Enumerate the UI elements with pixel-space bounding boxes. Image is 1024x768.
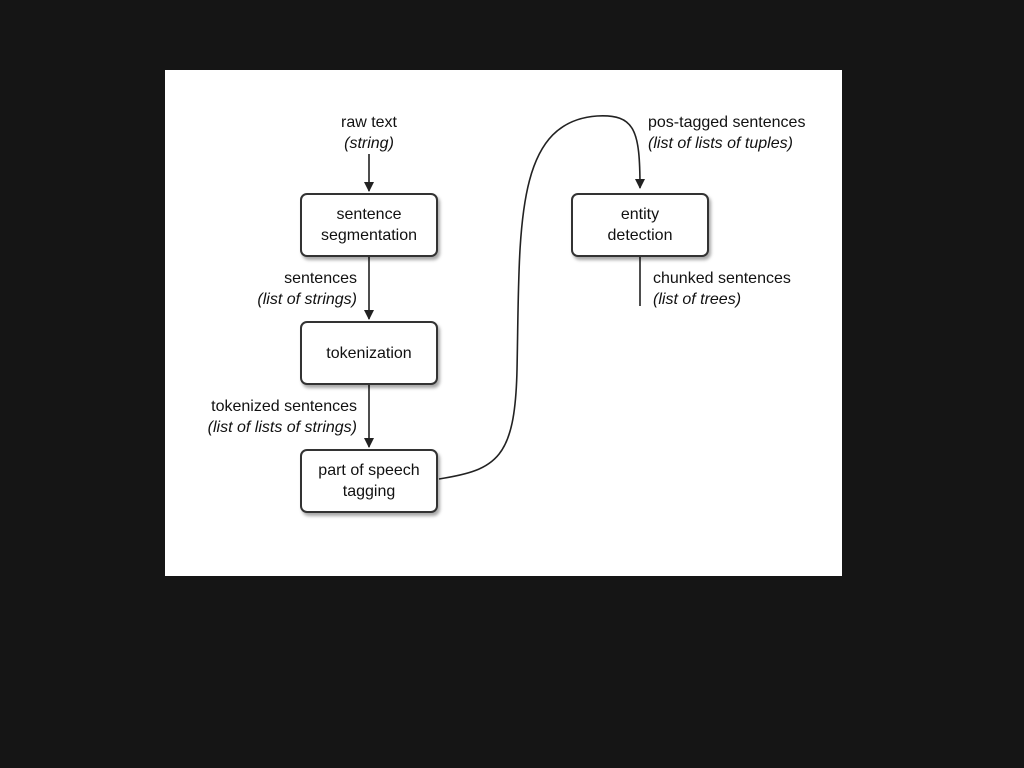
node-sentence-segmentation-line1: sentence xyxy=(336,206,402,223)
node-tokenization: tokenization xyxy=(300,321,438,385)
sentences-name: sentences xyxy=(284,270,357,287)
node-tokenization-line1: tokenization xyxy=(326,344,412,362)
pipeline-diagram: raw text (string) sentences (list of str… xyxy=(165,70,842,576)
raw-text-name: raw text xyxy=(340,114,397,131)
node-sentence-segmentation-line2: segmentation xyxy=(320,227,418,244)
label-pos-tagged-sentences: pos-tagged sentences (list of lists of t… xyxy=(648,112,838,154)
raw-text-type: (string) xyxy=(344,135,394,152)
pos-tagged-sentences-name: pos-tagged sentences xyxy=(648,114,806,131)
label-sentences: sentences (list of strings) xyxy=(205,268,357,310)
arrow-pos-tagged-sentences xyxy=(438,115,645,480)
tokenized-sentences-name: tokenized sentences xyxy=(211,398,357,415)
sentences-type: (list of strings) xyxy=(257,291,357,308)
node-entity-detection: entity detection xyxy=(571,193,709,257)
label-tokenized-sentences: tokenized sentences (list of lists of st… xyxy=(171,396,357,438)
node-entity-detection-line1: entity xyxy=(620,206,660,223)
node-pos-tagging-line1: part of speech xyxy=(318,462,420,479)
node-sentence-segmentation: sentence segmentation xyxy=(300,193,438,257)
node-entity-detection-line2: detection xyxy=(607,227,673,244)
pos-tagged-sentences-type: (list of lists of tuples) xyxy=(648,135,793,152)
label-raw-text: raw text (string) xyxy=(329,112,409,154)
node-part-of-speech-tagging: part of speech tagging xyxy=(300,449,438,513)
chunked-sentences-type: (list of trees) xyxy=(653,291,742,308)
label-chunked-sentences: chunked sentences (list of trees) xyxy=(653,268,833,310)
node-pos-tagging-line2: tagging xyxy=(342,483,396,500)
chunked-sentences-name: chunked sentences xyxy=(653,270,791,287)
connector-lines xyxy=(364,115,645,480)
tokenized-sentences-type: (list of lists of strings) xyxy=(207,419,357,436)
